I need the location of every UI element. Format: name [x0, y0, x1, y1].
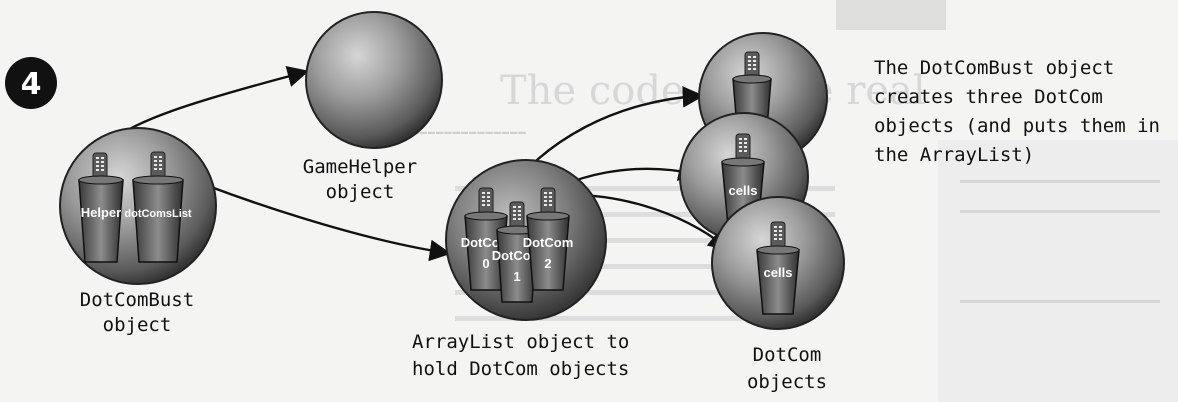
- svg-text:objects: objects: [747, 371, 827, 393]
- svg-text:creates three DotCom: creates three DotCom: [874, 86, 1103, 108]
- svg-text:the ArrayList): the ArrayList): [874, 144, 1034, 166]
- arraylist-label: ArrayList object to hold DotCom objects: [412, 331, 629, 380]
- svg-text:GameHelper: GameHelper: [303, 156, 417, 178]
- dotcom-object-2: cells: [711, 196, 845, 330]
- explanation-note: The DotComBust object creates three DotC…: [874, 57, 1160, 166]
- svg-text:object: object: [103, 314, 172, 336]
- dotcom-label: DotCom objects: [747, 344, 827, 393]
- dotcom-1-cells-label: cells: [729, 183, 758, 198]
- dotcom-1-cup: DotCom 1: [492, 201, 542, 303]
- gamehelper-object: [305, 11, 443, 149]
- dotcom-2-cells-label: cells: [764, 265, 793, 280]
- background-page: The code for the real ━━━━━━━━━━━━━━━━: [394, 0, 1178, 402]
- dotcomslist-cup: dotComsList: [124, 151, 192, 263]
- dotcom-1-index: 1: [513, 269, 520, 284]
- helper-label: Helper: [81, 205, 121, 220]
- dotcom-2-name: DotCom: [523, 235, 574, 250]
- svg-text:ArrayList object to: ArrayList object to: [412, 331, 629, 353]
- dotcom-0-index: 0: [482, 256, 489, 271]
- svg-text:DotComBust: DotComBust: [80, 289, 194, 311]
- dotcombust-object: Helper dotComsList: [59, 127, 217, 285]
- arraylist-object: DotCom 0 DotCom 1 DotCom 2: [445, 159, 607, 321]
- svg-text:objects (and puts them in: objects (and puts them in: [874, 115, 1160, 137]
- svg-text:DotCom: DotCom: [753, 344, 822, 366]
- svg-text:The DotComBust object: The DotComBust object: [874, 57, 1114, 79]
- step-badge: 4: [5, 57, 57, 109]
- svg-text:━━━━━━━━━━━━━━━━: ━━━━━━━━━━━━━━━━: [394, 126, 527, 140]
- dotcom-2-index: 2: [544, 256, 551, 271]
- step-number: 4: [21, 67, 42, 102]
- dotcomslist-label: dotComsList: [124, 208, 192, 220]
- svg-text:hold DotCom objects: hold DotCom objects: [412, 358, 629, 380]
- dotcombust-label: DotComBust object: [80, 289, 194, 336]
- helper-cup: Helper: [78, 152, 124, 263]
- svg-text:object: object: [326, 181, 395, 203]
- dotcom-2-cup: DotCom 2: [523, 187, 574, 291]
- gamehelper-label: GameHelper object: [303, 156, 417, 203]
